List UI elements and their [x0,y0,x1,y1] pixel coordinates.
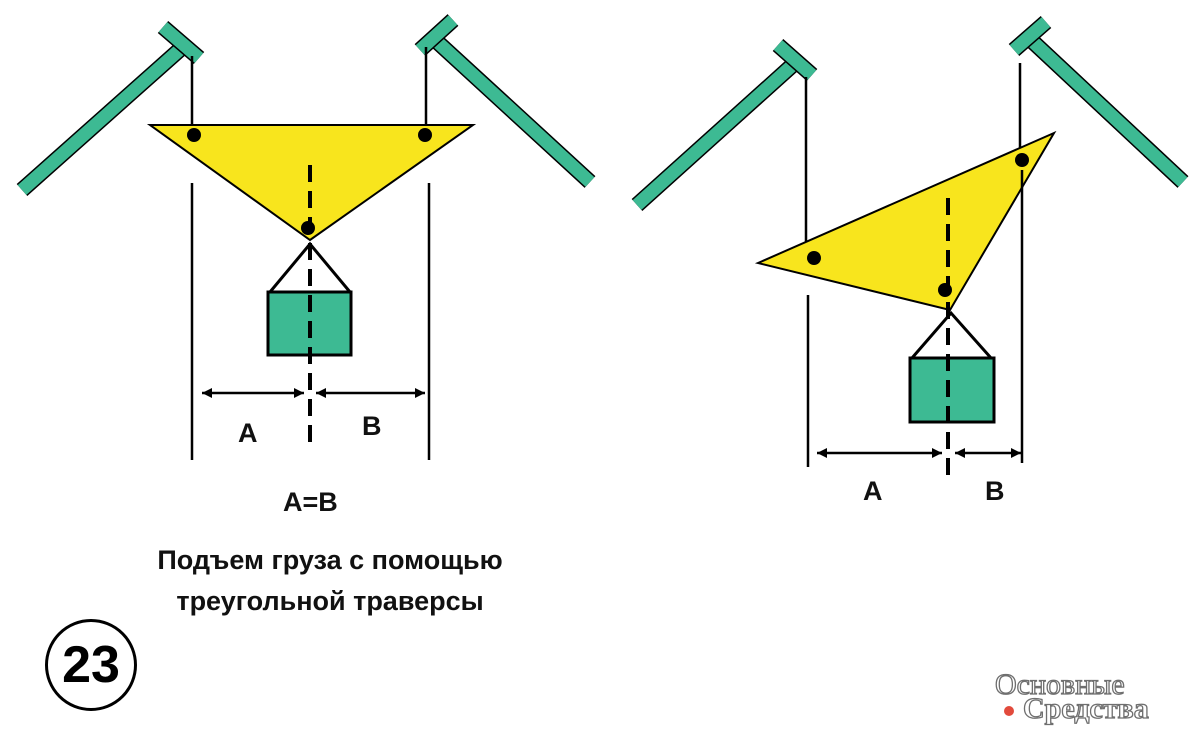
logo-line-2: Средства [1022,692,1149,725]
left-triangular-traverse [146,124,477,242]
left-diagram [16,14,596,460]
caption-line-2: треугольной траверсы [176,586,484,616]
left-traverse-pin-1 [187,128,201,142]
right-triangular-traverse [754,130,1057,312]
equation-label: A=B [283,487,338,517]
right-traverse-pin-1 [807,251,821,265]
left-traverse-pin-2 [418,128,432,142]
right-load-sling [910,310,993,359]
right-crane-boom-1 [631,39,818,211]
right-label-b: B [985,476,1005,506]
diagram-caption: Подъем груза с помощью треугольной траве… [95,540,565,622]
left-label-a: A [238,418,258,448]
right-load-box [908,356,996,424]
left-crane-boom-1 [16,20,205,196]
figure-number-badge: 23 [45,619,137,711]
logo-line-1: Основные [994,668,1125,701]
caption-line-1: Подъем груза с помощью [157,545,503,575]
brand-logo: Основные Средства [994,668,1195,726]
left-crane-boom-2 [414,14,596,188]
logo-dot-icon [1004,706,1014,716]
left-label-b: B [362,411,382,441]
right-crane-boom-2 [1008,15,1189,188]
right-label-a: A [863,476,883,506]
right-diagram [631,15,1189,480]
right-traverse-pin-2 [1015,153,1029,167]
